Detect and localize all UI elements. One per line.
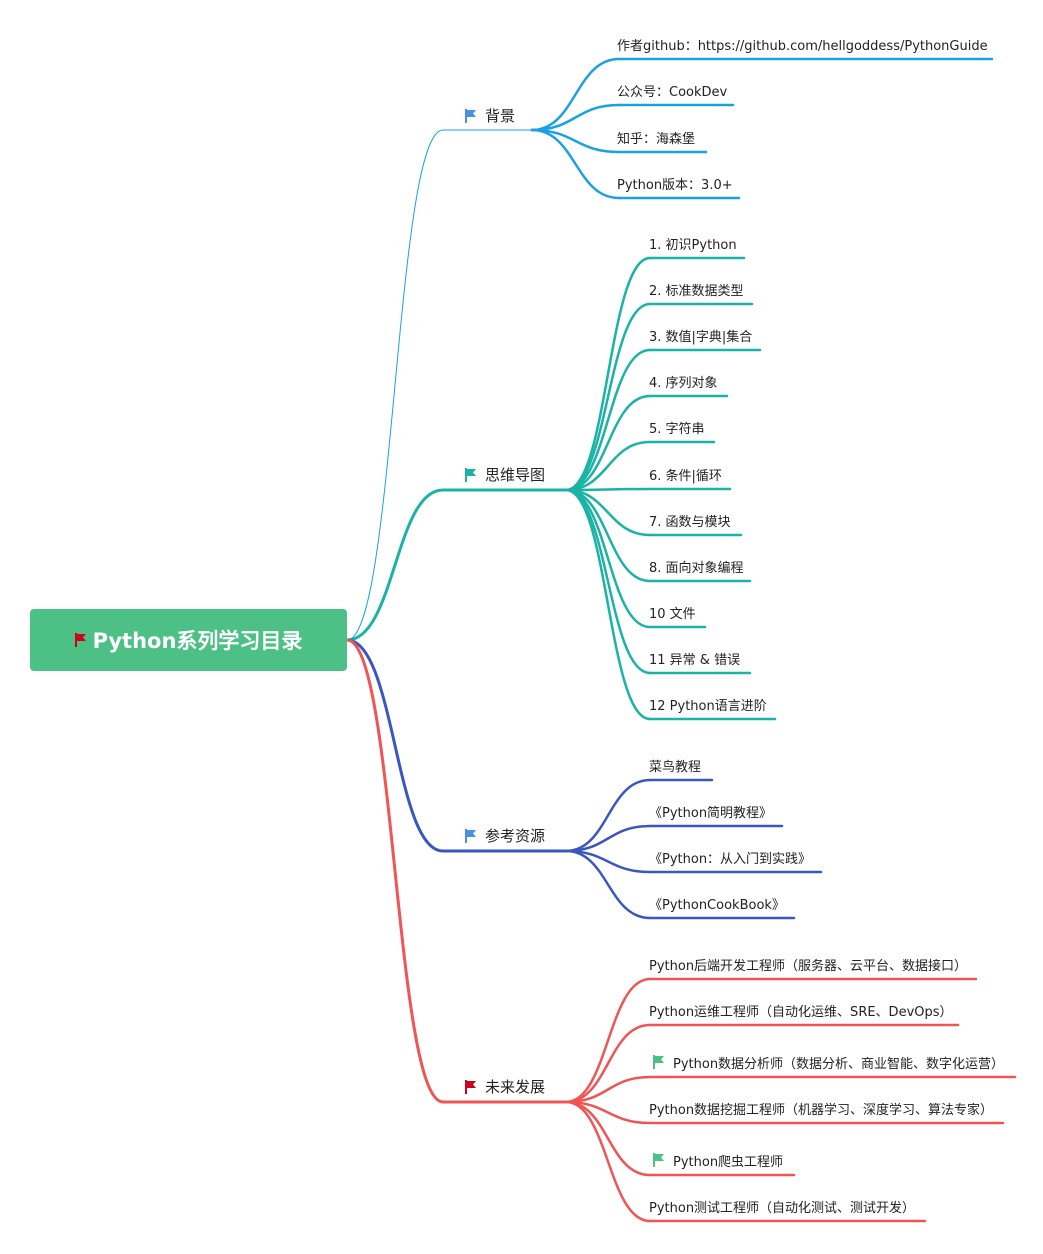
leaf-node[interactable]: Python数据挖掘工程师（机器学习、深度学习、算法专家） bbox=[649, 1099, 994, 1118]
leaf-node[interactable]: Python数据分析师（数据分析、商业智能、数字化运营） bbox=[653, 1053, 1005, 1072]
leaf-label: 公众号：CookDev bbox=[617, 84, 728, 100]
leaf-connector bbox=[530, 57, 621, 132]
branch-label: 背景 bbox=[485, 107, 516, 125]
leaf-node[interactable]: 2. 标准数据类型 bbox=[649, 280, 744, 299]
leaf-node[interactable]: Python版本：3.0+ bbox=[617, 174, 733, 193]
leaf-connector bbox=[564, 1100, 652, 1223]
leaf-label: 菜鸟教程 bbox=[649, 759, 702, 775]
leaf-connector bbox=[564, 302, 652, 492]
leaf-node[interactable]: 6. 条件|循环 bbox=[649, 465, 722, 484]
leaf-node[interactable]: 7. 函数与模块 bbox=[649, 511, 731, 530]
leaf-node[interactable]: Python测试工程师（自动化测试、测试开发） bbox=[649, 1197, 916, 1216]
leaf-label: 10 文件 bbox=[649, 606, 696, 622]
leaf-label: 7. 函数与模块 bbox=[649, 514, 731, 530]
leaf-connector bbox=[564, 348, 652, 492]
leaf-connector bbox=[564, 824, 652, 853]
leaf-connector bbox=[564, 440, 652, 492]
leaf-node[interactable]: 5. 字符串 bbox=[649, 418, 705, 437]
leaf-connector bbox=[564, 1100, 652, 1125]
leaf-label: 2. 标准数据类型 bbox=[649, 283, 744, 299]
leaf-connector bbox=[564, 849, 652, 920]
leaf-connector bbox=[564, 488, 652, 721]
leaf-label: 11 异常 & 错误 bbox=[649, 652, 741, 668]
leaf-label: 1. 初识Python bbox=[649, 237, 737, 253]
branch-node[interactable]: 背景 bbox=[465, 105, 515, 126]
leaf-label: Python数据挖掘工程师（机器学习、深度学习、算法专家） bbox=[649, 1102, 994, 1118]
flag-icon bbox=[465, 1079, 476, 1094]
leaf-label: 《Python：从入门到实践》 bbox=[649, 851, 812, 867]
flag-icon bbox=[465, 828, 476, 843]
leaf-label: 作者github：https://github.com/hellgoddess/… bbox=[617, 38, 988, 54]
leaf-connector bbox=[564, 1075, 652, 1104]
branch-0-connectors bbox=[346, 57, 994, 641]
branch-1-connectors bbox=[345, 256, 777, 721]
leaf-node[interactable]: 公众号：CookDev bbox=[617, 81, 728, 100]
leaf-label: 4. 序列对象 bbox=[649, 375, 718, 391]
leaf-node[interactable]: 1. 初识Python bbox=[649, 234, 737, 253]
leaf-connector bbox=[564, 394, 652, 492]
branch-2-connectors bbox=[345, 638, 823, 920]
leaf-connector bbox=[564, 1023, 652, 1104]
leaf-node[interactable]: 11 异常 & 错误 bbox=[649, 649, 741, 668]
leaf-connector bbox=[564, 488, 652, 675]
root-label: Python系列学习目录 bbox=[92, 629, 303, 653]
leaf-label: Python版本：3.0+ bbox=[617, 177, 733, 193]
branch-3-connectors bbox=[345, 638, 1017, 1223]
branch-label: 思维导图 bbox=[485, 466, 546, 484]
branch-node[interactable]: 未来发展 bbox=[465, 1076, 545, 1097]
leaf-label: Python数据分析师（数据分析、商业智能、数字化运营） bbox=[673, 1056, 1005, 1072]
branch-node[interactable]: 思维导图 bbox=[465, 464, 545, 485]
leaf-node[interactable]: Python后端开发工程师（服务器、云平台、数据接口） bbox=[649, 955, 968, 974]
leaf-connector bbox=[564, 849, 652, 874]
leaf-node[interactable]: 《PythonCookBook》 bbox=[649, 894, 785, 913]
branch-node[interactable]: 参考资源 bbox=[465, 825, 545, 846]
leaf-node[interactable]: 菜鸟教程 bbox=[649, 756, 702, 775]
leaf-node[interactable]: Python爬虫工程师 bbox=[653, 1151, 784, 1170]
leaf-connector bbox=[530, 103, 621, 132]
leaf-label: Python爬虫工程师 bbox=[673, 1154, 784, 1170]
leaf-node[interactable]: 10 文件 bbox=[649, 603, 696, 622]
leaf-label: 《Python简明教程》 bbox=[649, 805, 773, 821]
branch-connector bbox=[346, 129, 444, 641]
leaf-label: 6. 条件|循环 bbox=[649, 468, 722, 484]
leaf-label: 《PythonCookBook》 bbox=[649, 897, 785, 913]
leaf-node[interactable]: 《Python：从入门到实践》 bbox=[649, 848, 812, 867]
root-node[interactable]: Python系列学习目录 bbox=[30, 609, 347, 671]
leaf-connector bbox=[564, 256, 652, 492]
leaf-node[interactable]: 4. 序列对象 bbox=[649, 372, 718, 391]
leaf-node[interactable]: 3. 数值|字典|集合 bbox=[649, 326, 753, 345]
leaf-node[interactable]: 《Python简明教程》 bbox=[649, 802, 773, 821]
leaf-connector bbox=[530, 128, 621, 154]
leaf-label: Python测试工程师（自动化测试、测试开发） bbox=[649, 1200, 916, 1216]
branch-label: 参考资源 bbox=[485, 827, 546, 845]
flag-icon bbox=[653, 1153, 664, 1167]
leaf-node[interactable]: 作者github：https://github.com/hellgoddess/… bbox=[617, 35, 988, 54]
leaf-label: Python运维工程师（自动化运维、SRE、DevOps） bbox=[649, 1004, 953, 1020]
flag-icon bbox=[465, 108, 476, 123]
branch-label: 未来发展 bbox=[485, 1078, 546, 1096]
leaf-label: 3. 数值|字典|集合 bbox=[649, 329, 753, 345]
leaf-connector bbox=[564, 488, 652, 583]
leaf-label: 知乎：海森堡 bbox=[617, 131, 696, 147]
branch-connector bbox=[345, 488, 445, 642]
branch-connector bbox=[345, 638, 445, 853]
leaf-connector bbox=[530, 128, 621, 200]
leaf-node[interactable]: 知乎：海森堡 bbox=[617, 128, 696, 147]
flag-icon bbox=[465, 467, 476, 482]
leaf-label: Python后端开发工程师（服务器、云平台、数据接口） bbox=[649, 958, 968, 974]
leaf-node[interactable]: 12 Python语言进阶 bbox=[649, 695, 767, 714]
leaf-label: 5. 字符串 bbox=[649, 421, 705, 437]
leaf-connector bbox=[564, 977, 652, 1104]
branch-connector bbox=[345, 638, 445, 1104]
leaf-node[interactable]: Python运维工程师（自动化运维、SRE、DevOps） bbox=[649, 1001, 953, 1020]
leaf-connector bbox=[564, 778, 652, 853]
flag-icon bbox=[653, 1055, 664, 1069]
leaf-connector bbox=[564, 487, 652, 492]
leaf-node[interactable]: 8. 面向对象编程 bbox=[649, 557, 744, 576]
leaf-label: 12 Python语言进阶 bbox=[649, 698, 767, 714]
flag-icon bbox=[74, 633, 86, 647]
leaf-label: 8. 面向对象编程 bbox=[649, 560, 744, 576]
